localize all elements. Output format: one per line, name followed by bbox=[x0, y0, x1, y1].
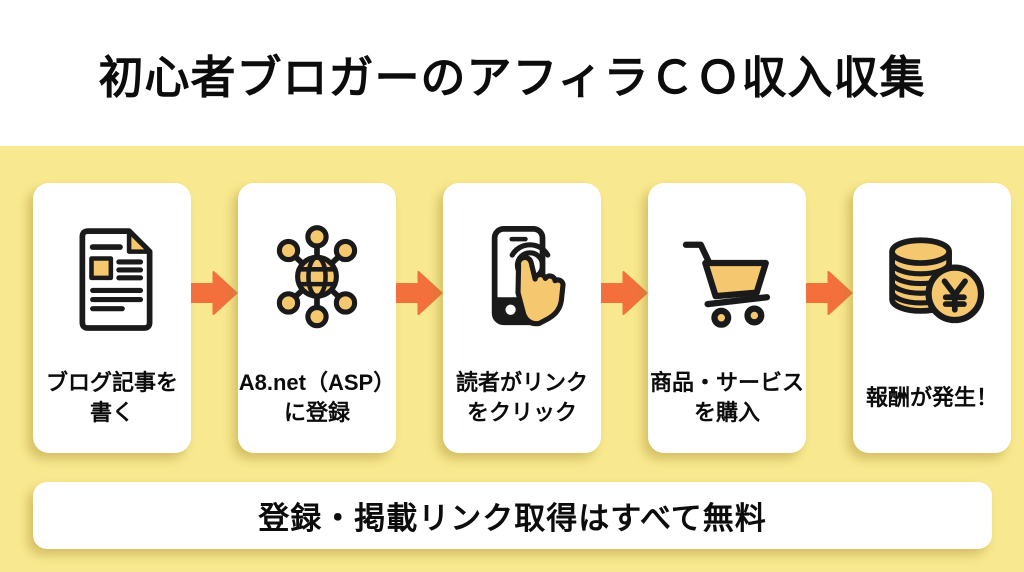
step-label-line1: 報酬が発生！ bbox=[865, 385, 998, 410]
step-label-line1: 読者がリンク bbox=[455, 370, 588, 395]
step-label: ブログ記事を 書く bbox=[33, 359, 191, 437]
tap-link-icon bbox=[465, 199, 579, 359]
step-card-reward: 報酬が発生！ bbox=[853, 183, 1011, 453]
flow-arrow-icon bbox=[191, 183, 238, 453]
footer-banner: 登録・掲載リンク取得はすべて無料 bbox=[33, 482, 992, 549]
step-card-purchase: 商品・サービス を購入 bbox=[648, 183, 806, 453]
page-title: 初心者ブロガーのアフィラＣＯ収入収集 bbox=[98, 51, 926, 103]
step-label-line2: を購入 bbox=[693, 400, 760, 425]
flow-diagram: ブログ記事を 書く bbox=[33, 183, 1011, 453]
blog-article-icon bbox=[55, 199, 169, 359]
step-label-line1: 商品・サービス bbox=[649, 370, 804, 395]
step-label-line2: をクリック bbox=[466, 400, 577, 425]
step-label: 報酬が発生！ bbox=[853, 359, 1011, 437]
flow-arrow-icon bbox=[396, 183, 443, 453]
step-label-line1: A8.net（ASP） bbox=[238, 370, 396, 395]
step-label: 商品・サービス を購入 bbox=[648, 359, 806, 437]
step-card-register-asp: A8.net（ASP） に登録 bbox=[238, 183, 396, 453]
step-card-reader-clicks: 読者がリンク をクリック bbox=[443, 183, 601, 453]
flow-arrow-icon bbox=[601, 183, 648, 453]
step-label: A8.net（ASP） に登録 bbox=[238, 359, 396, 437]
asp-network-icon bbox=[260, 199, 374, 359]
step-label-line2: に登録 bbox=[283, 400, 350, 425]
step-card-write-blog: ブログ記事を 書く bbox=[33, 183, 191, 453]
reward-coins-icon bbox=[875, 199, 989, 359]
purchase-cart-icon bbox=[670, 199, 784, 359]
step-label-line2: 書く bbox=[89, 400, 134, 425]
step-label: 読者がリンク をクリック bbox=[443, 359, 601, 437]
step-label-line1: ブログ記事を bbox=[45, 370, 178, 395]
flow-arrow-icon bbox=[806, 183, 853, 453]
